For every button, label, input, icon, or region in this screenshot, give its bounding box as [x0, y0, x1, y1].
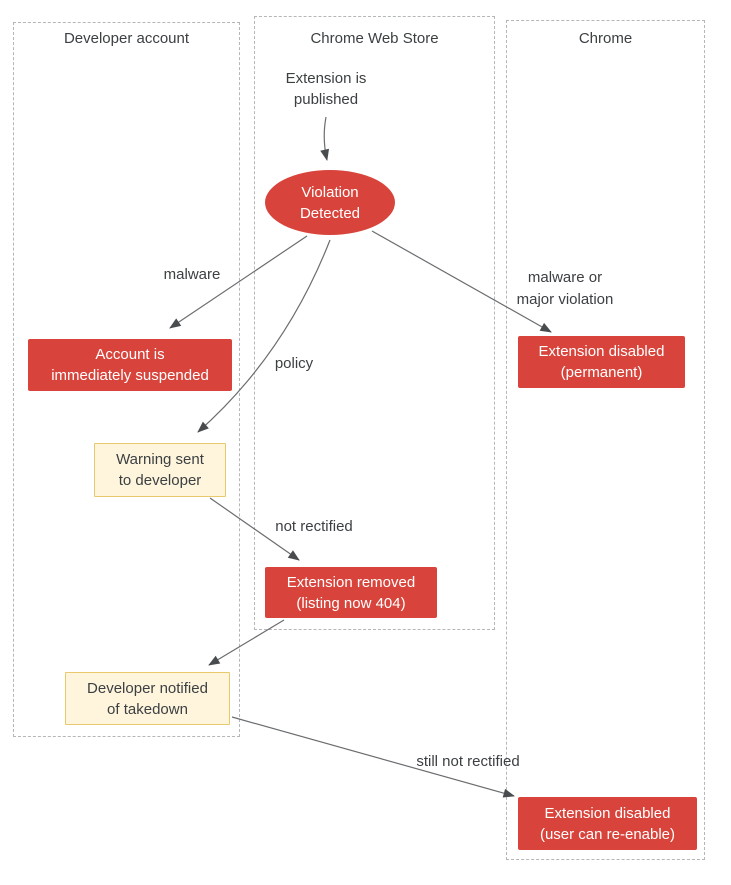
node-line: Extension disabled: [544, 804, 671, 822]
start-line-1: Extension is: [285, 70, 367, 87]
edge-label-line: major violation: [516, 291, 614, 308]
node-line: (user can re-enable): [539, 825, 676, 843]
node-developer-notified: Developer notified of takedown: [65, 672, 230, 725]
node-line: Extension removed: [286, 573, 416, 591]
start-node-extension-published: Extension is published: [256, 68, 396, 110]
edge-label-policy: policy: [274, 355, 314, 372]
node-warning-sent: Warning sent to developer: [94, 443, 226, 497]
node-line: immediately suspended: [51, 367, 209, 384]
edge-label-line: malware or: [527, 269, 603, 286]
node-line: (listing now 404): [296, 594, 406, 612]
decision-line-2: Detected: [299, 204, 361, 222]
node-line: Warning sent: [116, 451, 204, 468]
edge-label-malware: malware: [163, 266, 221, 283]
edge-label-still-not-rectified: still not rectified: [416, 753, 520, 770]
node-line: (permanent): [560, 364, 643, 381]
lane-title-chrome-web-store: Chrome Web Store: [310, 30, 439, 47]
lane-title-chrome: Chrome: [578, 30, 633, 47]
start-line-2: published: [293, 91, 359, 108]
node-line: Developer notified: [87, 679, 208, 697]
node-line: of takedown: [107, 700, 188, 718]
decision-line-1: Violation: [301, 183, 359, 201]
node-extension-disabled-reenable: Extension disabled (user can re-enable): [518, 797, 697, 850]
lane-title-developer-account: Developer account: [63, 30, 190, 47]
node-extension-removed: Extension removed (listing now 404): [265, 567, 437, 618]
node-account-suspended: Account is immediately suspended: [28, 339, 232, 391]
node-line: Extension disabled: [538, 343, 665, 360]
edge-label-major-violation: malware or major violation: [517, 267, 614, 311]
node-extension-disabled-permanent: Extension disabled (permanent): [518, 336, 685, 388]
lane-chrome: [506, 20, 705, 860]
node-line: Account is: [95, 346, 165, 363]
edge-label-not-rectified: not rectified: [275, 518, 353, 535]
decision-violation-detected: Violation Detected: [265, 170, 395, 235]
node-line: to developer: [118, 472, 202, 489]
